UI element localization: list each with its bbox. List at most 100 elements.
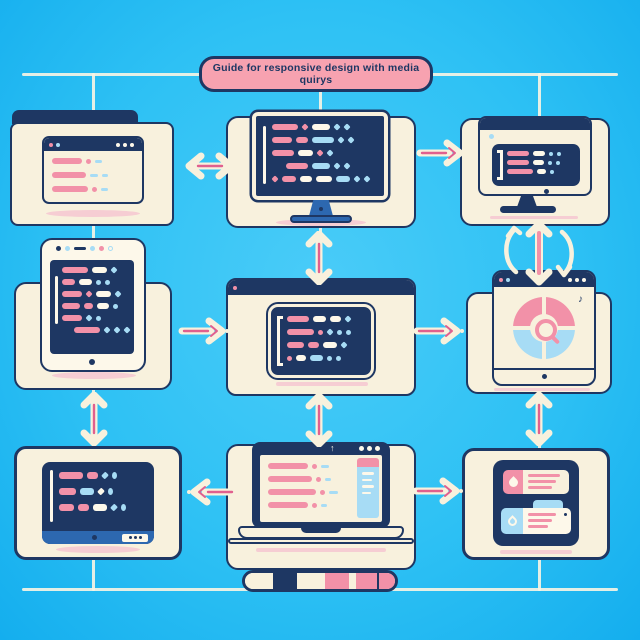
- code-token: [507, 169, 533, 174]
- code-token: [56, 246, 61, 251]
- code-line: [507, 169, 565, 174]
- code-line: [268, 502, 342, 508]
- node-mid-left-tablet: [12, 238, 172, 392]
- code-token: [362, 472, 374, 475]
- node-bottom-right-cards: [462, 446, 610, 562]
- desktop-screen: [42, 462, 154, 544]
- bezel-dots: [359, 446, 380, 451]
- code-token: [86, 158, 91, 164]
- shadow: [490, 216, 578, 219]
- code-token: [52, 172, 86, 178]
- titlebar-dot: [575, 277, 579, 282]
- code-lines: [287, 315, 355, 368]
- shadow: [276, 382, 368, 386]
- code-line: [528, 513, 571, 516]
- node-top-right-monitor: [460, 116, 610, 228]
- code-token: [528, 519, 552, 522]
- monitor-screen: [252, 112, 388, 200]
- code-token: [528, 525, 548, 528]
- status-dot: [489, 134, 494, 139]
- code-line: [287, 355, 355, 361]
- code-token: [62, 267, 88, 273]
- node-top-left-browser: [8, 110, 180, 232]
- code-line: [268, 489, 342, 495]
- code-token: [101, 471, 109, 480]
- code-token: [97, 303, 109, 309]
- code-line: [62, 290, 134, 298]
- code-line: [287, 328, 355, 336]
- code-token: [507, 151, 529, 156]
- code-token: [271, 175, 279, 183]
- code-token: [108, 246, 113, 251]
- code-token: [62, 291, 82, 297]
- code-token: [347, 136, 355, 144]
- code-token: [362, 485, 374, 488]
- code-token: [321, 503, 327, 507]
- code-token: [103, 326, 111, 334]
- code-token: [337, 329, 342, 335]
- node-bottom-left-screen: [14, 446, 182, 562]
- node-top-center-monitor: [226, 112, 416, 230]
- palette-segment: [349, 573, 356, 589]
- bezel-dot: [367, 446, 372, 451]
- code-token: [268, 502, 308, 508]
- code-token: [97, 487, 105, 496]
- code-line: [59, 471, 130, 480]
- code-line: [62, 326, 134, 334]
- code-token: [316, 149, 324, 157]
- code-line: [268, 463, 342, 469]
- code-line: [271, 175, 374, 183]
- code-token: [308, 342, 319, 348]
- code-token: [282, 176, 296, 182]
- code-lines: [507, 151, 565, 178]
- notification-card: [501, 508, 571, 534]
- titlebar-dot: [568, 277, 572, 282]
- code-token: [272, 137, 292, 143]
- taskbar-button: [122, 533, 148, 542]
- palette-segment: [356, 573, 377, 589]
- up-arrow-icon: ↑: [330, 443, 335, 453]
- shadow: [494, 388, 590, 391]
- code-line: [507, 151, 565, 156]
- titlebar-dot: [506, 277, 510, 282]
- palette-segment: [377, 573, 395, 589]
- code-token: [327, 355, 332, 361]
- code-lines: [271, 123, 374, 189]
- code-token: [62, 315, 82, 321]
- code-token: [333, 162, 341, 170]
- titlebar-dot: [233, 285, 237, 290]
- code-token: [101, 187, 108, 191]
- code-token: [528, 513, 556, 516]
- code-token: [92, 186, 97, 192]
- arrow-left: [186, 478, 238, 506]
- code-token: [533, 151, 545, 156]
- arrow-double-vertical: [80, 392, 108, 446]
- code-line: [52, 186, 142, 192]
- title-banner: Guide for responsive design with media q…: [199, 56, 433, 92]
- bezel-dot: [375, 446, 380, 451]
- code-token: [80, 488, 94, 495]
- code-token: [74, 327, 100, 333]
- code-token: [312, 124, 330, 130]
- code-token: [312, 163, 330, 169]
- laptop-display: [260, 455, 382, 522]
- palette-segment: [245, 573, 273, 589]
- code-token: [287, 316, 309, 322]
- code-token: [556, 160, 560, 165]
- code-token: [312, 502, 317, 508]
- code-line: [268, 476, 342, 482]
- titlebar-dot: [499, 277, 503, 282]
- code-token: [84, 303, 93, 309]
- code-token: [272, 150, 294, 156]
- code-line: [62, 303, 134, 309]
- code-token: [337, 136, 345, 144]
- code-token: [353, 175, 361, 183]
- code-token: [528, 474, 560, 477]
- code-token: [549, 151, 553, 156]
- code-line: [59, 503, 130, 512]
- code-token: [318, 329, 323, 335]
- notification-card: [503, 470, 569, 494]
- titlebar-dots-right: [116, 142, 137, 147]
- code-token: [326, 149, 334, 157]
- code-token: [312, 137, 334, 143]
